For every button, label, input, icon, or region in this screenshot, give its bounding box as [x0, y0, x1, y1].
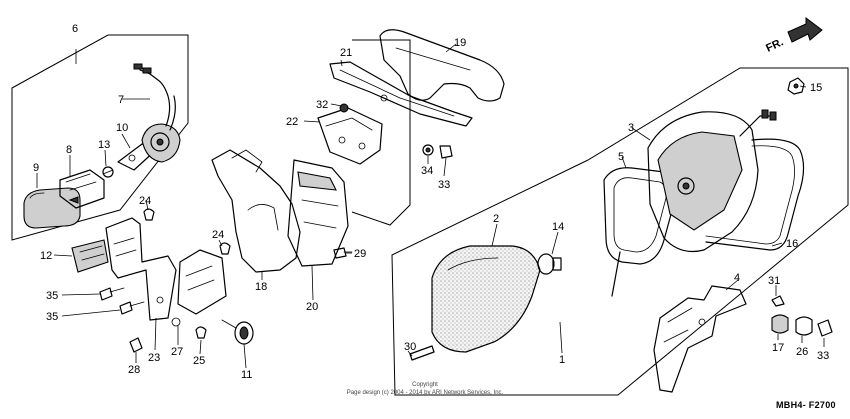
part-4-mount-bracket	[653, 285, 747, 393]
part-27-bracket-plate	[171, 249, 227, 327]
callout-8: 8	[66, 144, 72, 156]
part-23-license-bracket	[105, 217, 177, 321]
callout-5: 5	[618, 151, 624, 163]
callout-14: 14	[552, 221, 564, 233]
part-12-license-lamp	[71, 239, 109, 273]
callout-29: 29	[354, 248, 366, 260]
part-11-grommet	[221, 319, 254, 345]
part-3-taillight-housing	[647, 111, 759, 253]
callout-32: 32	[316, 99, 328, 111]
callout-7: 7	[118, 94, 124, 106]
callout-19: 19	[454, 37, 466, 49]
leader-lines	[36, 43, 825, 369]
callout-20: 20	[306, 301, 318, 313]
part-2-taillight-lens	[431, 245, 541, 353]
part-19-rear-cover	[379, 29, 505, 102]
fasteners-right	[409, 77, 833, 361]
taillight-assembly-frame	[391, 67, 849, 396]
callout-3: 3	[628, 122, 634, 134]
callout-17: 17	[772, 342, 784, 354]
figure-code: MBH4- F2700	[776, 400, 836, 410]
fasteners-center	[333, 144, 453, 259]
callout-30: 30	[404, 341, 416, 353]
callout-12: 12	[40, 250, 52, 262]
callout-11: 11	[241, 369, 252, 381]
copyright-footer: Copyright Page design (c) 2004 - 2014 by…	[0, 381, 850, 397]
part-5-gasket	[603, 167, 678, 297]
part-21-bracket-rail	[329, 61, 473, 127]
part-16-harness-wire	[705, 109, 805, 251]
part-8-socket-holder	[59, 169, 105, 209]
callout-24b: 24	[212, 229, 224, 241]
callout-1: 1	[559, 354, 565, 366]
callout-4: 4	[734, 272, 740, 284]
part-14-bulb	[537, 253, 562, 275]
callout-9: 9	[33, 162, 39, 174]
page-design-line: Page design (c) 2004 - 2014 by ARI Netwo…	[346, 390, 504, 396]
callout-10: 10	[116, 122, 128, 134]
callout-34: 34	[421, 165, 433, 177]
callout-6: 6	[72, 23, 78, 35]
callout-16: 16	[786, 238, 798, 250]
callout-22: 22	[286, 116, 298, 128]
direction-label: FR.	[764, 36, 785, 54]
part-18-rear-fender-lower	[211, 149, 301, 273]
callout-labels: 6 7 8 10 13 9 12 35 35 24 24 28 23 27 25…	[33, 23, 829, 381]
callout-15: 15	[810, 82, 822, 94]
callout-2: 2	[493, 213, 499, 225]
callout-23: 23	[148, 352, 160, 364]
part-13-bulb	[102, 166, 114, 178]
part-20-fender-tray	[287, 159, 349, 267]
callout-31: 31	[768, 275, 780, 287]
callout-33b: 33	[817, 350, 829, 362]
callout-33a: 33	[438, 179, 450, 191]
callout-35b: 35	[46, 311, 58, 323]
callout-13: 13	[98, 139, 110, 151]
license-bracket-frame	[351, 39, 411, 226]
callout-24a: 24	[139, 195, 151, 207]
fasteners-left	[99, 208, 231, 353]
callout-28: 28	[128, 364, 140, 376]
callout-27: 27	[171, 346, 183, 358]
part-7-harness-socket	[133, 63, 181, 163]
bulb-socket-group-frame	[11, 34, 189, 241]
copyright-line: Copyright	[412, 382, 438, 388]
callout-26: 26	[796, 346, 808, 358]
callout-18: 18	[255, 281, 267, 293]
front-direction-arrow: FR.	[764, 17, 823, 55]
part-9-lens-cap	[23, 187, 81, 229]
callout-35a: 35	[46, 290, 58, 302]
callout-25: 25	[193, 355, 205, 367]
part-22-mount-bracket	[317, 103, 383, 165]
callout-21: 21	[340, 47, 352, 59]
